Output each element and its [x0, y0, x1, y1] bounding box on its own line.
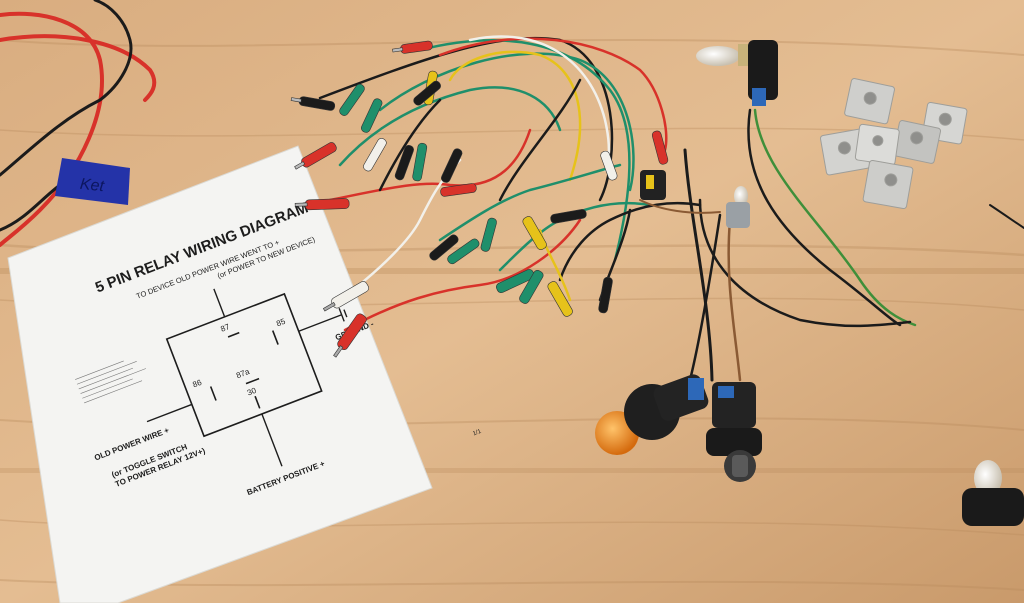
black-socket-bottom [706, 382, 762, 482]
tape-label-text: Ket [79, 176, 105, 195]
alligator-wire-bundle [318, 35, 702, 332]
small-connector-center [640, 170, 666, 200]
aluminum-blocks [819, 78, 968, 210]
page-number: 1/1 [472, 429, 483, 438]
alligator-clips [290, 40, 669, 358]
blue-tape-label: Ket [55, 158, 130, 205]
top-connector-bulb [696, 40, 778, 106]
pin-86: 86 [191, 378, 203, 390]
right-wires [639, 108, 1024, 382]
pin-87: 87 [219, 322, 231, 334]
amber-bulb-socket [595, 374, 709, 455]
relay-box [165, 292, 323, 438]
top-left-wires [0, 0, 157, 247]
pin-30: 30 [246, 386, 258, 398]
wiring-diagram-paper: 5 PIN RELAY WIRING DIAGRAM TO DEVICE OLD… [7, 145, 483, 603]
bottom-right-bulb [962, 460, 1024, 526]
small-bulb-center [726, 186, 750, 228]
pin-85: 85 [275, 317, 287, 329]
